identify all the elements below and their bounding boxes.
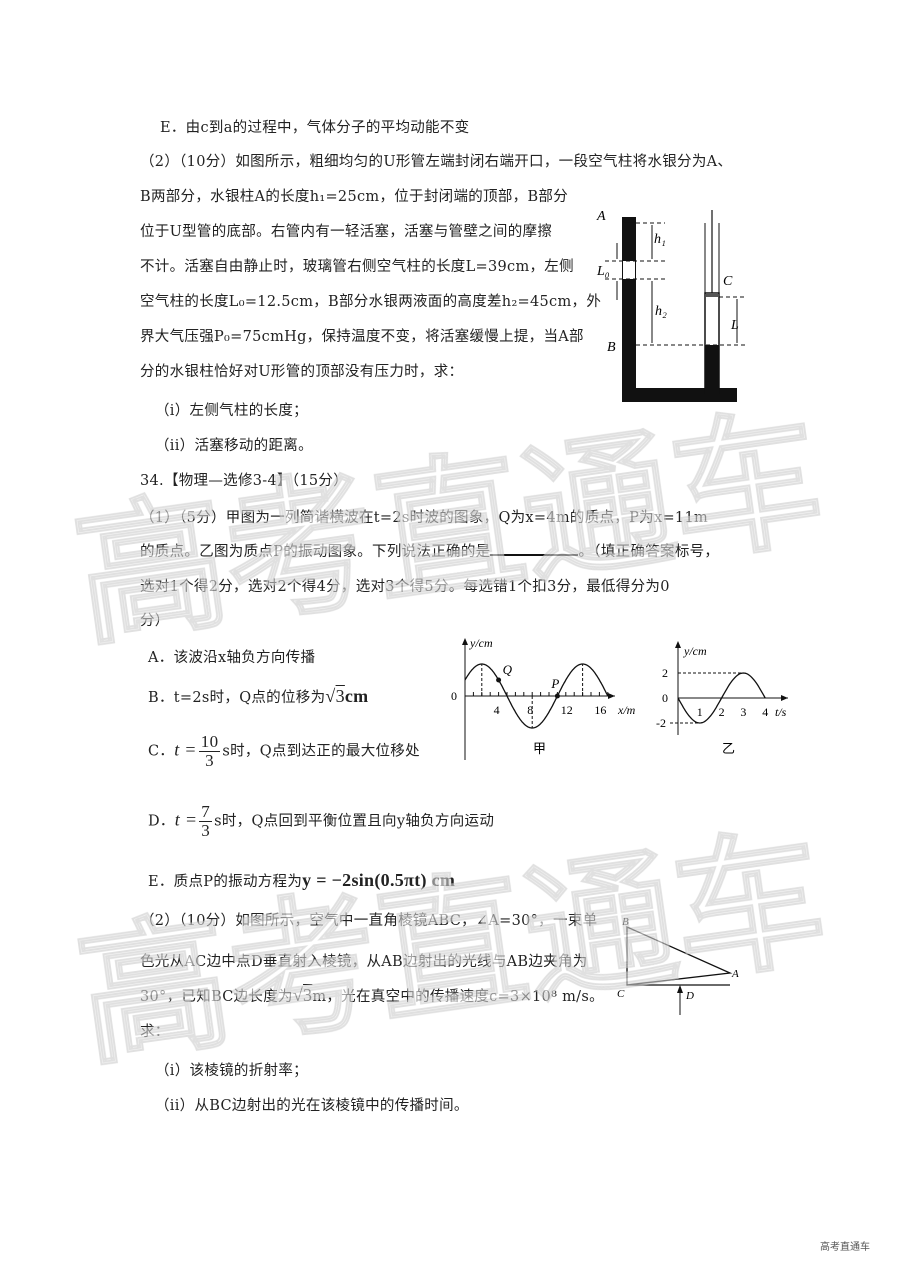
text: B．t=2s时，Q点的位移为 <box>148 690 326 706</box>
y-tick-label: 2 <box>662 666 668 680</box>
x-arrow <box>781 695 788 701</box>
point-Q <box>496 677 502 683</box>
answer-blank[interactable] <box>490 540 579 556</box>
x-tick-label: 16 <box>594 703 606 717</box>
point-label: P <box>550 676 559 691</box>
q33-part2-line: 界大气压强P₀=75cmHg，保持温度不变，将活塞缓慢上提，当A部 <box>140 329 584 345</box>
q34-part2-line4: 求： <box>140 1024 170 1040</box>
q33-part2-line: 不计。活塞自由静止时，玻璃管右侧空气柱的长度L=39cm，左侧 <box>140 259 574 275</box>
x-axis-label: t/s <box>775 705 787 719</box>
wave-curve <box>464 663 609 729</box>
q34-part1-line4: 分） <box>140 613 170 629</box>
x-arrow <box>608 693 615 699</box>
x-tick-label: 12 <box>561 703 573 717</box>
x-tick-label: 4 <box>762 705 768 719</box>
x-tick-label: 3 <box>740 705 746 719</box>
x-tick-label: 1 <box>697 705 703 719</box>
q33-part2-line: （2）（10分）如图所示，粗细均匀的U形管左端封闭右端开口，一段空气柱将水银分为… <box>140 154 733 170</box>
chart-jia: 4 8 12 16 0 x/m y/cmQ P 甲 <box>451 636 636 760</box>
y-axis-label: y/cm <box>469 636 493 650</box>
origin-label: 0 <box>451 689 457 703</box>
chart-title: 乙 <box>722 741 735 756</box>
text: 的质点。乙图为质点P的振动图象。下列说法正确的是 <box>140 544 491 560</box>
q34-sub-ii: （ii）从BC边射出的光在该棱镜中的传播时间。 <box>155 1098 469 1114</box>
q34-title: 34.【物理—选修3-4】（15分） <box>140 473 349 489</box>
y-tick-label: 0 <box>662 691 668 705</box>
x-tick-label: 4 <box>494 703 500 717</box>
label-c: C <box>723 274 733 289</box>
sqrt: √3cm <box>325 686 369 706</box>
q33-part2-line: 位于U型管的底部。右管内有一轻活塞，活塞与管壁之间的摩擦 <box>140 224 553 240</box>
q34-part1-line2: 的质点。乙图为质点P的振动图象。下列说法正确的是 。（填正确答案标号， <box>140 540 719 561</box>
label-l0: L₀ <box>596 264 610 279</box>
vibration-curve <box>677 672 766 724</box>
text: 。（填正确答案标号， <box>578 544 720 560</box>
point-P <box>554 693 560 699</box>
q33-part2-line: 分的水银柱恰好对U形管的顶部没有压力时，求： <box>140 364 464 380</box>
label-b: B <box>607 340 616 355</box>
label-b: B <box>622 916 629 928</box>
q34-part2-line3: 30°，已知BC边长度为√3m，光在真空中的传播速度c=3×10⁸ m/s。 <box>140 985 604 1005</box>
q33-option-e: E．由c到a的过程中，气体分子的平均动能不变 <box>160 120 470 136</box>
option-a: A．该波沿x轴负方向传播 <box>148 650 316 666</box>
label-l: L <box>730 318 739 333</box>
q34-part2-line1: （2）（10分）如图所示，空气中一直角棱镜ABC，∠A=30°，一束单 <box>140 913 598 929</box>
q33-sub-ii: （ii）活塞移动的距离。 <box>155 438 313 454</box>
y-arrow <box>462 638 468 645</box>
x-axis-label: x/m <box>617 703 636 717</box>
q34-part1-line1: （1）（5分）甲图为一列简谐横波在t=2s时波的图象，Q为x=4m的质点，P为x… <box>140 510 709 526</box>
q34-part1-line3: 选对1个得2分，选对2个得4分，选对3个得5分。每选错1个扣3分，最低得分为0 <box>140 579 670 595</box>
u-tube-figure: A h₁ L₀ h₂ C L B <box>596 209 745 402</box>
label-a: A <box>731 968 739 980</box>
point-label: Q <box>503 662 513 677</box>
label-a: A <box>596 209 606 224</box>
x-tick-label: 8 <box>527 703 533 717</box>
y-arrow <box>675 641 681 648</box>
option-e: E．质点P的振动方程为y = −2sin(0.5πt) cm <box>148 870 456 890</box>
q34-sub-i: （i）该棱镜的折射率； <box>155 1063 308 1079</box>
label-d: D <box>685 990 694 1002</box>
label-c: C <box>617 988 625 1000</box>
x-tick-label: 2 <box>719 705 725 719</box>
label-h2: h₂ <box>655 304 667 319</box>
option-b: B．t=2s时，Q点的位移为√3cm <box>148 686 368 707</box>
q34-part2-line2: 色光从AC边中点D垂直射入棱镜，从AB边射出的光线与AB边夹角为 <box>140 954 588 970</box>
y-tick-label: -2 <box>656 716 666 730</box>
prism-figure: B C A D <box>617 916 739 1015</box>
q33-part2-line: 空气柱的长度L₀=12.5cm，B部分水银两液面的高度差h₂=45cm，外 <box>140 294 602 310</box>
label-h1: h₁ <box>654 232 666 247</box>
q33-sub-i: （i）左侧气柱的长度； <box>155 403 308 419</box>
y-axis-label: y/cm <box>683 644 707 658</box>
footer-logo: 高考直通车 <box>820 1242 870 1253</box>
chart-title: 甲 <box>533 741 546 756</box>
chart-yi: 1 2 3 4 2 0 -2 t/s y/cm 乙 <box>656 641 788 756</box>
q33-part2-line: B两部分，水银柱A的长度h₁=25cm，位于封闭端的顶部，B部分 <box>140 189 569 205</box>
